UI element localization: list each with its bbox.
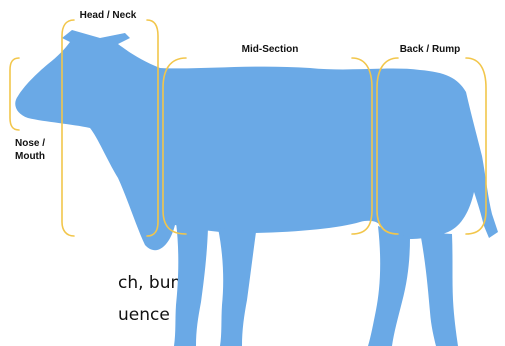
cow-front-leg-left <box>174 222 208 346</box>
label-mid-section: Mid-Section <box>242 44 299 55</box>
cow-silhouette <box>15 30 498 346</box>
background-text-line-2: uence <box>118 305 170 325</box>
bracket-nose-mouth <box>10 58 19 130</box>
label-nose-mouth-line-2: Mouth <box>15 151 45 162</box>
cow-front-leg-right <box>218 228 256 346</box>
cow-hind-leg-right <box>420 232 458 346</box>
cow-body-shape <box>15 30 498 250</box>
label-head-neck: Head / Neck <box>80 10 137 21</box>
cow-hind-leg-left <box>368 226 410 346</box>
label-nose-mouth-line-1: Nose / <box>15 138 45 149</box>
label-back-rump: Back / Rump <box>400 44 461 55</box>
